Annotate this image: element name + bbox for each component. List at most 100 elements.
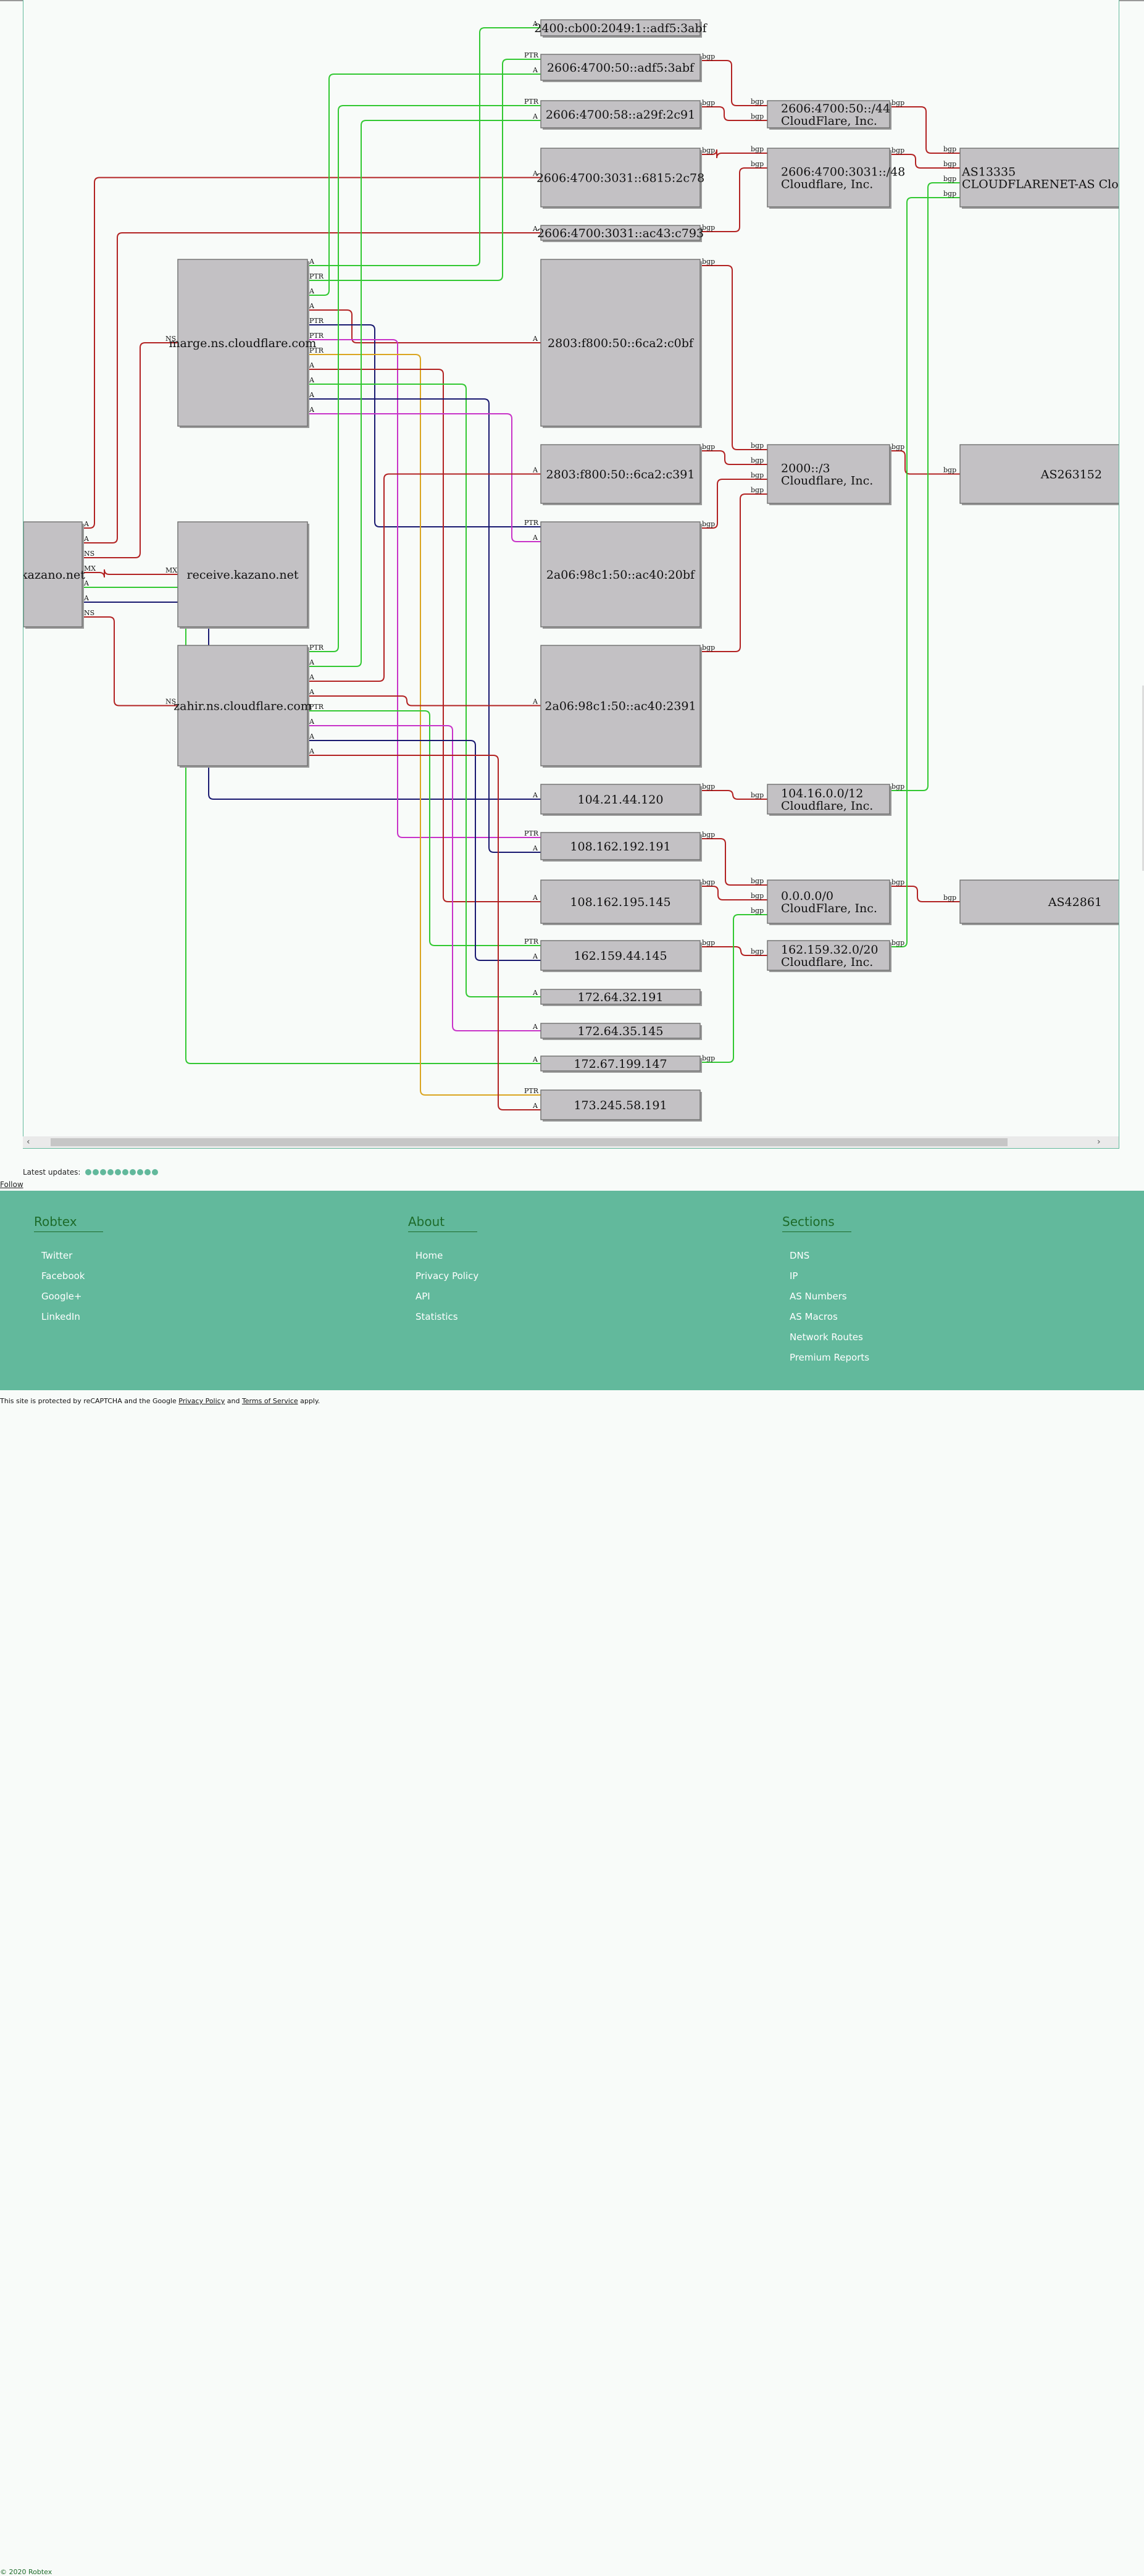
- node-label: 2000::/3: [781, 462, 830, 476]
- node-box[interactable]: [540, 645, 701, 766]
- edge-label: bgp: [702, 520, 715, 528]
- node-box[interactable]: [177, 259, 308, 427]
- node-box[interactable]: [540, 832, 701, 860]
- node-ip4g[interactable]: 172.67.199.147: [540, 1055, 702, 1073]
- footer-link-premium-reports[interactable]: Premium Reports: [790, 1352, 870, 1363]
- node-box[interactable]: [540, 225, 701, 241]
- footer-link-statistics[interactable]: Statistics: [415, 1311, 458, 1322]
- node-zahir[interactable]: zahir.ns.cloudflare.com: [173, 645, 312, 768]
- node-box[interactable]: [540, 1055, 701, 1072]
- node-ip6f[interactable]: 2803:f800:50::6ca2:c0bf: [540, 259, 702, 428]
- recaptcha-terms-link[interactable]: Terms of Service: [241, 1397, 298, 1405]
- footer-link-home[interactable]: Home: [415, 1250, 443, 1261]
- node-box[interactable]: [767, 148, 890, 208]
- node-box[interactable]: [540, 19, 701, 36]
- node-box[interactable]: [540, 784, 701, 815]
- node-ip6b[interactable]: 2606:4700:50::adf5:3abf: [540, 54, 702, 82]
- node-as2[interactable]: AS263152: [959, 444, 1119, 505]
- update-dot[interactable]: [107, 1169, 114, 1175]
- page-scrollbar[interactable]: [1142, 686, 1144, 871]
- node-box[interactable]: [540, 879, 701, 924]
- node-box[interactable]: [540, 259, 701, 427]
- node-ip4f[interactable]: 172.64.35.145: [540, 1023, 702, 1040]
- update-dot[interactable]: [137, 1169, 144, 1175]
- recaptcha-privacy-link[interactable]: Privacy Policy: [178, 1397, 225, 1405]
- footer-link-network-routes[interactable]: Network Routes: [790, 1332, 863, 1343]
- node-ip4h[interactable]: 173.245.58.191: [540, 1089, 702, 1122]
- horizontal-scrollbar[interactable]: ‹ ›: [23, 1136, 1119, 1148]
- node-box[interactable]: [767, 100, 890, 128]
- follow-link[interactable]: Follow: [0, 1180, 23, 1189]
- edge-line: [307, 755, 541, 1110]
- update-dot[interactable]: [130, 1169, 136, 1175]
- node-box[interactable]: [540, 1089, 701, 1120]
- footer-link-dns[interactable]: DNS: [790, 1250, 810, 1261]
- node-receive[interactable]: receive.kazano.net: [177, 521, 309, 629]
- node-as3[interactable]: AS42861: [959, 879, 1119, 925]
- node-box[interactable]: [767, 784, 890, 815]
- node-box[interactable]: [767, 940, 890, 971]
- node-box[interactable]: [767, 879, 890, 924]
- update-dot[interactable]: [144, 1169, 151, 1175]
- edge-line: [307, 473, 541, 682]
- update-indicator-dots[interactable]: [85, 1168, 159, 1177]
- node-ip4a[interactable]: 104.21.44.120: [540, 784, 702, 816]
- scroll-right-icon[interactable]: ›: [1097, 1137, 1101, 1147]
- node-box[interactable]: [540, 100, 701, 128]
- footer-link-twitter[interactable]: Twitter: [41, 1250, 73, 1261]
- update-dot[interactable]: [85, 1169, 92, 1175]
- footer-link-linkedin[interactable]: LinkedIn: [41, 1311, 80, 1322]
- node-box[interactable]: [177, 645, 308, 766]
- node-ip6d[interactable]: 2606:4700:3031::6815:2c78: [537, 148, 704, 209]
- update-dot[interactable]: [100, 1169, 107, 1175]
- footer-link-googleplus[interactable]: Google+: [41, 1291, 82, 1302]
- node-ip4c[interactable]: 108.162.195.145: [540, 879, 702, 925]
- node-box[interactable]: [177, 521, 308, 627]
- update-dot[interactable]: [152, 1169, 159, 1175]
- node-box[interactable]: [959, 444, 1119, 504]
- node-kazano[interactable]: kazano.net: [23, 521, 85, 629]
- node-box[interactable]: [959, 879, 1119, 924]
- footer-link-ip[interactable]: IP: [790, 1270, 798, 1282]
- node-box[interactable]: [540, 148, 701, 208]
- node-ip6c[interactable]: 2606:4700:58::a29f:2c91: [540, 100, 702, 130]
- node-box[interactable]: [540, 989, 701, 1005]
- node-box[interactable]: [959, 148, 1119, 208]
- node-box[interactable]: [540, 444, 701, 504]
- update-dot[interactable]: [115, 1169, 122, 1175]
- footer-link-api[interactable]: API: [415, 1291, 430, 1302]
- node-box[interactable]: [540, 1023, 701, 1039]
- node-box[interactable]: [540, 940, 701, 971]
- node-box[interactable]: [23, 521, 83, 627]
- scroll-thumb[interactable]: [51, 1138, 1008, 1146]
- node-ip6a[interactable]: 2400:cb00:2049:1::adf5:3abf: [534, 19, 708, 38]
- node-box[interactable]: [540, 521, 701, 627]
- node-ip6g[interactable]: 2803:f800:50::6ca2:c391: [540, 444, 702, 505]
- footer-link-privacy-policy[interactable]: Privacy Policy: [415, 1270, 479, 1282]
- update-dot[interactable]: [93, 1169, 99, 1175]
- node-box[interactable]: [767, 444, 890, 504]
- node-ip4b[interactable]: 108.162.192.191: [540, 832, 702, 862]
- footer-link-as-macros[interactable]: AS Macros: [790, 1311, 838, 1322]
- node-ip4d[interactable]: 162.159.44.145: [540, 940, 702, 972]
- scroll-left-icon[interactable]: ‹: [27, 1137, 30, 1147]
- update-dot[interactable]: [122, 1169, 129, 1175]
- footer-link-facebook[interactable]: Facebook: [41, 1270, 85, 1282]
- footer-link-as-numbers[interactable]: AS Numbers: [790, 1291, 847, 1302]
- node-ip6h[interactable]: 2a06:98c1:50::ac40:20bf: [540, 521, 702, 629]
- node-marge[interactable]: marge.ns.cloudflare.com: [169, 259, 317, 428]
- node-ip6i[interactable]: 2a06:98c1:50::ac40:2391: [540, 645, 702, 768]
- node-ip6e[interactable]: 2606:4700:3031::ac43:c793: [537, 225, 704, 242]
- node-box[interactable]: [540, 54, 701, 81]
- edge-label: bgp: [702, 939, 715, 947]
- node-ip4e[interactable]: 172.64.32.191: [540, 989, 702, 1006]
